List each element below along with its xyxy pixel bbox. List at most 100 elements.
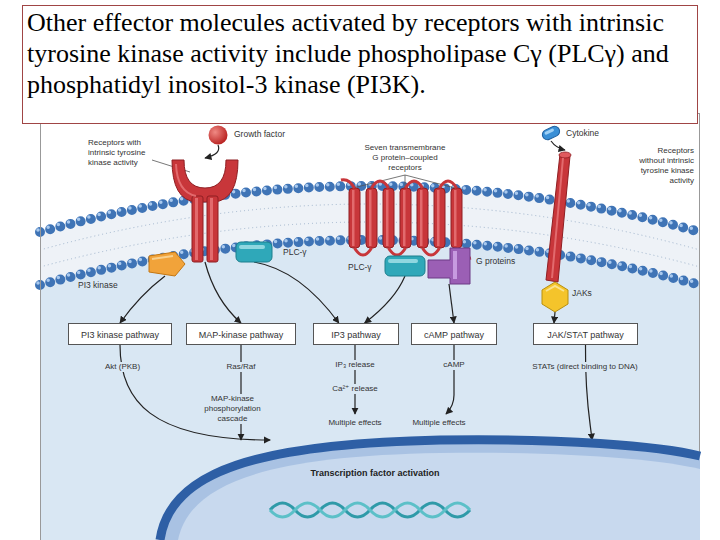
cytokine-receptor-part: [546, 154, 570, 282]
g-protein-part: [428, 248, 470, 284]
cytokine-receptor-part: [552, 158, 563, 278]
gpcr-helices-part: [403, 190, 406, 246]
gpcr-helices: Seven transmembrane G protein–coupled re…: [345, 188, 470, 248]
cytoplasm: [40, 240, 700, 540]
ligand-label: Cytokine: [566, 128, 626, 138]
pi3-kinase-enzyme: PI3 kinase: [145, 252, 185, 276]
gpcr-helices-part: [420, 190, 423, 246]
nucleus: Transcription factor activation: [160, 440, 700, 540]
slide-title: Other effector molecules activated by re…: [22, 5, 698, 124]
signal-arrow: [449, 284, 454, 323]
gpcr-helices-part: [341, 180, 355, 188]
pathway-label: MAP-kinase pathway: [187, 330, 295, 340]
enzyme-label: PLC-γ: [283, 247, 323, 257]
nucleus-label: Transcription factor activation: [275, 468, 475, 478]
pathway-box: cAMP pathway: [411, 323, 497, 345]
jak-kinase: JAKs: [542, 282, 568, 312]
gpcr-helices-part: [434, 188, 445, 248]
growth-factor-ball-shape: [208, 125, 228, 145]
nucleus-part: [270, 503, 470, 517]
cytokine-receptor-part: [559, 152, 571, 158]
enzyme-label: PLC-γ: [348, 262, 382, 272]
gpcr-helices-part: [349, 188, 360, 248]
plc-gamma-enzyme: PLC-γ: [385, 256, 425, 276]
signal-arrow: [585, 345, 592, 440]
signal-arrow: [365, 276, 405, 323]
pathway-step-label: MAP-kinase phosphorylation cascade: [195, 394, 270, 424]
nucleus-part: [160, 440, 700, 540]
plc-gamma-enzyme-part: [236, 242, 272, 262]
pathway-box: JAK/STAT pathway: [533, 323, 638, 345]
enzyme-label: PI3 kinase: [78, 280, 123, 290]
nucleus-part: [160, 440, 700, 540]
pathway-step-label: Multiple effects: [402, 418, 476, 428]
gpcr-helices-part: [400, 188, 411, 248]
nucleus-part: [178, 453, 700, 540]
protein-label: G proteins: [476, 256, 531, 266]
jak-kinase-part: [542, 282, 568, 312]
receptor-tyrosine-kinase: Receptors with intrinsic tyrosine kinase…: [172, 158, 238, 262]
camp-arrow: [446, 345, 454, 414]
gpcr-helices-part: [386, 190, 389, 246]
pathway-step-label: cAMP: [432, 360, 476, 370]
signal-arrow: [240, 345, 241, 440]
signal-arrow: [120, 276, 165, 323]
pathway-step-label: Ras/Raf: [211, 362, 271, 372]
receptor-label: Receptors with intrinsic tyrosine kinase…: [88, 138, 154, 168]
nucleus-shape: [160, 440, 700, 540]
receptor-label: Receptors without intrinsic tyrosine kin…: [632, 146, 694, 186]
signal-arrow: [554, 312, 555, 323]
receptor-tyrosine-kinase-part: [192, 196, 203, 262]
gpcr-helices-part: [369, 190, 372, 246]
gpcr-helices-part: [440, 181, 457, 188]
gpcr-helices-part: [352, 190, 355, 246]
jak-kinase-part: [546, 286, 564, 291]
receptor-label: Seven transmembrane G protein–coupled re…: [362, 143, 448, 173]
gpcr-helices-part: [389, 248, 406, 255]
cytokine-capsule-part: [541, 125, 562, 142]
pi3-kinase-enzyme-shape: [145, 252, 185, 276]
plc-gamma-enzyme-part: [388, 259, 418, 263]
pi3-kinase-enzyme-part: [152, 256, 173, 259]
cytokine-receptor: Receptors without intrinsic tyrosine kin…: [538, 150, 574, 282]
growth-factor-ball-part: [209, 126, 228, 145]
plc-gamma-enzyme-shape: [385, 256, 425, 276]
g-protein-shape: [428, 248, 470, 284]
signal-arrow: [205, 145, 219, 158]
gpcr-helices-part: [372, 181, 389, 188]
cytokine-capsule: Cytokine: [540, 125, 562, 141]
gpcr-helices-part: [383, 188, 394, 248]
gpcr-helices-shape: [345, 188, 470, 248]
pathway-label: IP3 pathway: [314, 330, 398, 340]
ip3-arrow: [354, 345, 355, 414]
signal-arrow: [205, 262, 241, 323]
gpcr-helices-part: [406, 181, 423, 188]
ligand-label: Growth factor: [234, 129, 314, 139]
plc-gamma-enzyme: PLC-γ: [236, 242, 272, 262]
kinase-label: JAKs: [572, 288, 602, 298]
nucleus-part: [270, 503, 470, 517]
plc-gamma-enzyme-shape: [236, 242, 272, 262]
gpcr-helices-part: [454, 190, 457, 246]
cytokine-capsule-shape: [540, 125, 562, 141]
pathway-box: PI3 kinase pathway: [68, 323, 172, 345]
signal-arrow: [254, 262, 339, 323]
g-protein: G proteins: [428, 248, 470, 284]
gpcr-helices-part: [437, 190, 440, 246]
pathway-label: JAK/STAT pathway: [534, 330, 637, 340]
pathway-box: IP3 pathway: [313, 323, 399, 345]
cytokine-receptor-shape: [538, 150, 574, 282]
pathway-step-label: IP₃ release: [325, 360, 385, 370]
plc-gamma-enzyme-part: [385, 256, 425, 276]
growth-factor-ball: Growth factor: [208, 125, 228, 145]
gpcr-helices-part: [417, 188, 428, 248]
cytokine-capsule-part: [544, 128, 554, 135]
pathway-step-label: STATs (direct binding to DNA): [532, 362, 638, 372]
membrane-core: [40, 186, 700, 285]
plc-gamma-enzyme-part: [239, 245, 265, 249]
pathway-step-label: Multiple effects: [318, 418, 392, 428]
gpcr-helices-part: [423, 248, 440, 255]
gpcr-helices-part: [355, 248, 372, 255]
